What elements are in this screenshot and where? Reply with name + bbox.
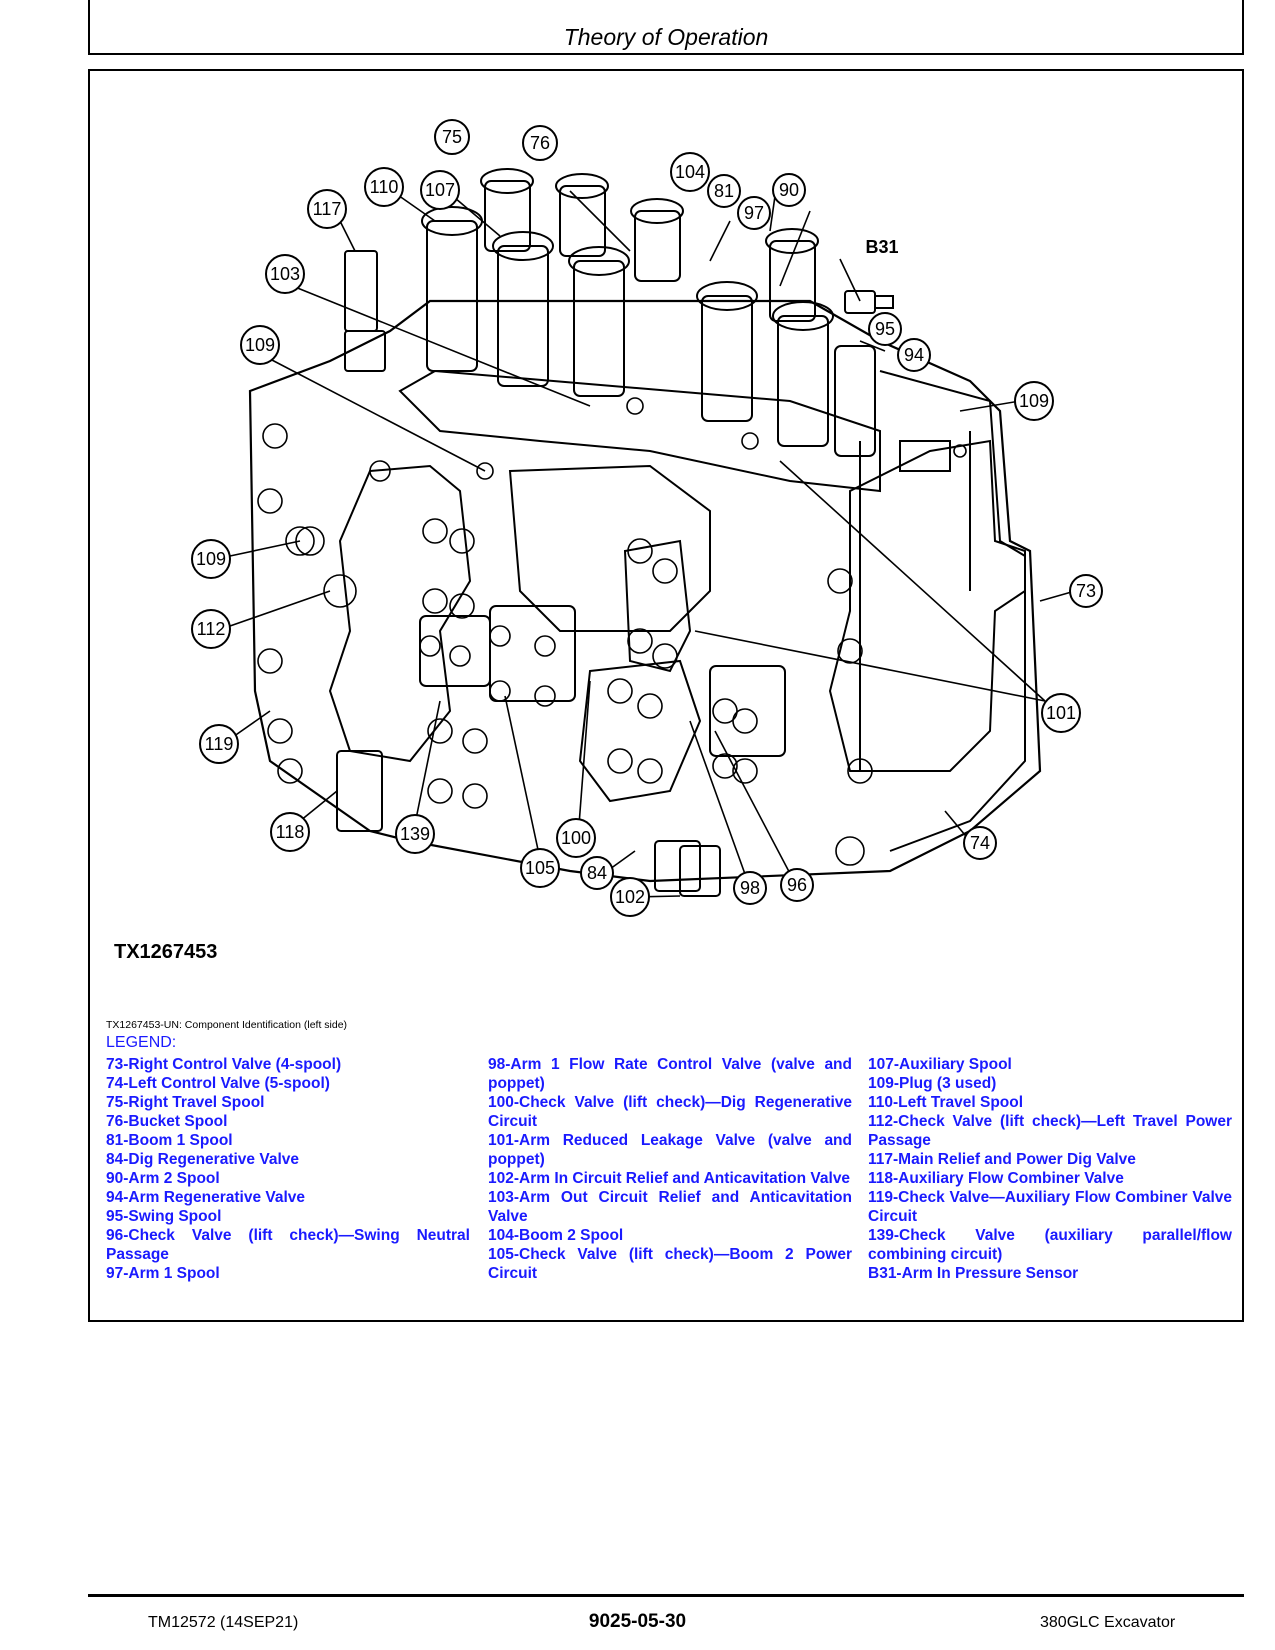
legend-column-3: 107-Auxiliary Spool 109-Plug (3 used) 11… xyxy=(868,1055,1232,1283)
svg-text:98: 98 xyxy=(740,878,760,898)
figure-panel: 75 76 104 81 90 110 107 97 117 103 95 94… xyxy=(88,69,1244,1322)
svg-text:75: 75 xyxy=(442,127,462,147)
svg-text:90: 90 xyxy=(779,180,799,200)
legend-title: LEGEND: xyxy=(106,1034,177,1051)
callout-102: 102 xyxy=(610,877,650,917)
legend-item: 118-Auxiliary Flow Combiner Valve xyxy=(868,1170,1124,1187)
legend-item: 73-Right Control Valve (4-spool) xyxy=(106,1056,342,1073)
callout-119: 119 xyxy=(199,724,239,764)
callout-101: 101 xyxy=(1041,693,1081,733)
svg-text:97: 97 xyxy=(744,203,764,223)
svg-text:96: 96 xyxy=(787,875,807,895)
callout-118: 118 xyxy=(270,812,310,852)
svg-text:103: 103 xyxy=(270,264,300,284)
page-header-title: Theory of Operation xyxy=(563,24,769,50)
legend-item: 119-Check Valve—Auxiliary Flow Combiner … xyxy=(868,1189,1232,1225)
footer-page-number: 9025-05-30 xyxy=(588,1611,687,1632)
svg-text:104: 104 xyxy=(675,162,705,182)
callout-76: 76 xyxy=(522,125,558,161)
legend-item: 109-Plug (3 used) xyxy=(868,1075,997,1092)
callout-74: 74 xyxy=(963,826,997,860)
callout-104: 104 xyxy=(670,152,710,192)
legend-item: 103-Arm Out Circuit Relief and Anticavit… xyxy=(488,1189,852,1225)
legend-item: 74-Left Control Valve (5-spool) xyxy=(106,1075,330,1092)
svg-text:112: 112 xyxy=(197,619,226,639)
svg-text:76: 76 xyxy=(530,133,550,153)
svg-text:109: 109 xyxy=(196,549,226,569)
svg-text:100: 100 xyxy=(561,828,591,848)
callout-81: 81 xyxy=(707,174,741,208)
legend-item: 110-Left Travel Spool xyxy=(868,1094,1024,1111)
callout-105: 105 xyxy=(520,848,560,888)
legend-column-2: 98-Arm 1 Flow Rate Control Valve (valve … xyxy=(488,1055,852,1283)
callout-94: 94 xyxy=(897,338,931,372)
legend-item: 94-Arm Regenerative Valve xyxy=(106,1189,306,1206)
footer-manual-id: TM12572 (14SEP21) xyxy=(148,1614,299,1631)
legend-item: 107-Auxiliary Spool xyxy=(868,1056,1012,1073)
legend-item: 104-Boom 2 Spool xyxy=(488,1227,624,1244)
callout-112: 112 xyxy=(191,609,231,649)
svg-text:94: 94 xyxy=(904,345,924,365)
callout-100: 100 xyxy=(556,818,596,858)
legend-item: 75-Right Travel Spool xyxy=(106,1094,265,1111)
legend-item: 95-Swing Spool xyxy=(106,1208,222,1225)
legend-item: 97-Arm 1 Spool xyxy=(106,1265,220,1282)
callout-139: 139 xyxy=(395,814,435,854)
svg-text:109: 109 xyxy=(1019,391,1049,411)
svg-text:105: 105 xyxy=(525,858,555,878)
figure-caption: TX1267453-UN: Component Identification (… xyxy=(106,1019,348,1031)
footer-rule xyxy=(88,1594,1244,1597)
callout-109-top: 109 xyxy=(240,325,280,365)
callout-75: 75 xyxy=(434,119,470,155)
svg-text:109: 109 xyxy=(245,335,275,355)
legend-item: B31-Arm In Pressure Sensor xyxy=(868,1265,1079,1282)
svg-text:107: 107 xyxy=(425,180,455,200)
callout-96: 96 xyxy=(780,868,814,902)
callout-95: 95 xyxy=(868,312,902,346)
legend-item: 84-Dig Regenerative Valve xyxy=(106,1151,299,1168)
svg-text:101: 101 xyxy=(1046,703,1076,723)
legend-item: 100-Check Valve (lift check)—Dig Regener… xyxy=(488,1094,852,1130)
legend-item: 96-Check Valve (lift check)—Swing Neutra… xyxy=(106,1227,470,1263)
callout-98: 98 xyxy=(733,871,767,905)
legend-item: 101-Arm Reduced Leakage Valve (valve and… xyxy=(488,1132,852,1168)
svg-text:102: 102 xyxy=(615,887,645,907)
legend-item: 117-Main Relief and Power Dig Valve xyxy=(868,1151,1136,1168)
svg-text:118: 118 xyxy=(276,822,305,842)
legend-item: 139-Check Valve (auxiliary parallel/flow… xyxy=(868,1227,1232,1263)
legend-item: 98-Arm 1 Flow Rate Control Valve (valve … xyxy=(488,1056,852,1092)
callout-109-right: 109 xyxy=(1014,381,1054,421)
footer-model: 380GLC Excavator xyxy=(1040,1614,1176,1631)
svg-text:84: 84 xyxy=(587,863,607,883)
svg-text:74: 74 xyxy=(970,833,990,853)
svg-text:139: 139 xyxy=(400,824,430,844)
legend-item: 105-Check Valve (lift check)—Boom 2 Powe… xyxy=(488,1246,852,1282)
callout-107: 107 xyxy=(420,170,460,210)
legend-item: 76-Bucket Spool xyxy=(106,1113,228,1130)
callout-73: 73 xyxy=(1069,574,1103,608)
callout-97: 97 xyxy=(737,196,771,230)
callout-84: 84 xyxy=(580,856,614,890)
figure-id: TX1267453 xyxy=(114,941,218,963)
legend-item: 102-Arm In Circuit Relief and Anticavita… xyxy=(488,1170,851,1187)
callout-117: 117 xyxy=(307,189,347,229)
callout-B31: B31 xyxy=(865,237,898,257)
callout-109-left: 109 xyxy=(191,539,231,579)
header-box: Theory of Operation xyxy=(88,0,1244,55)
callout-90: 90 xyxy=(772,173,806,207)
control-valve-illustration: 75 76 104 81 90 110 107 97 117 103 95 94… xyxy=(191,119,1103,917)
svg-text:81: 81 xyxy=(714,181,734,201)
svg-text:110: 110 xyxy=(370,177,399,197)
legend-item: 112-Check Valve (lift check)—Left Travel… xyxy=(868,1113,1232,1149)
callout-110: 110 xyxy=(364,167,404,207)
svg-text:117: 117 xyxy=(313,199,342,219)
legend-item: 81-Boom 1 Spool xyxy=(106,1132,233,1149)
callout-103: 103 xyxy=(265,254,305,294)
legend-item: 90-Arm 2 Spool xyxy=(106,1170,220,1187)
svg-text:119: 119 xyxy=(205,734,234,754)
svg-text:95: 95 xyxy=(875,319,895,339)
legend-column-1: 73-Right Control Valve (4-spool) 74-Left… xyxy=(106,1055,470,1283)
svg-text:73: 73 xyxy=(1076,581,1096,601)
